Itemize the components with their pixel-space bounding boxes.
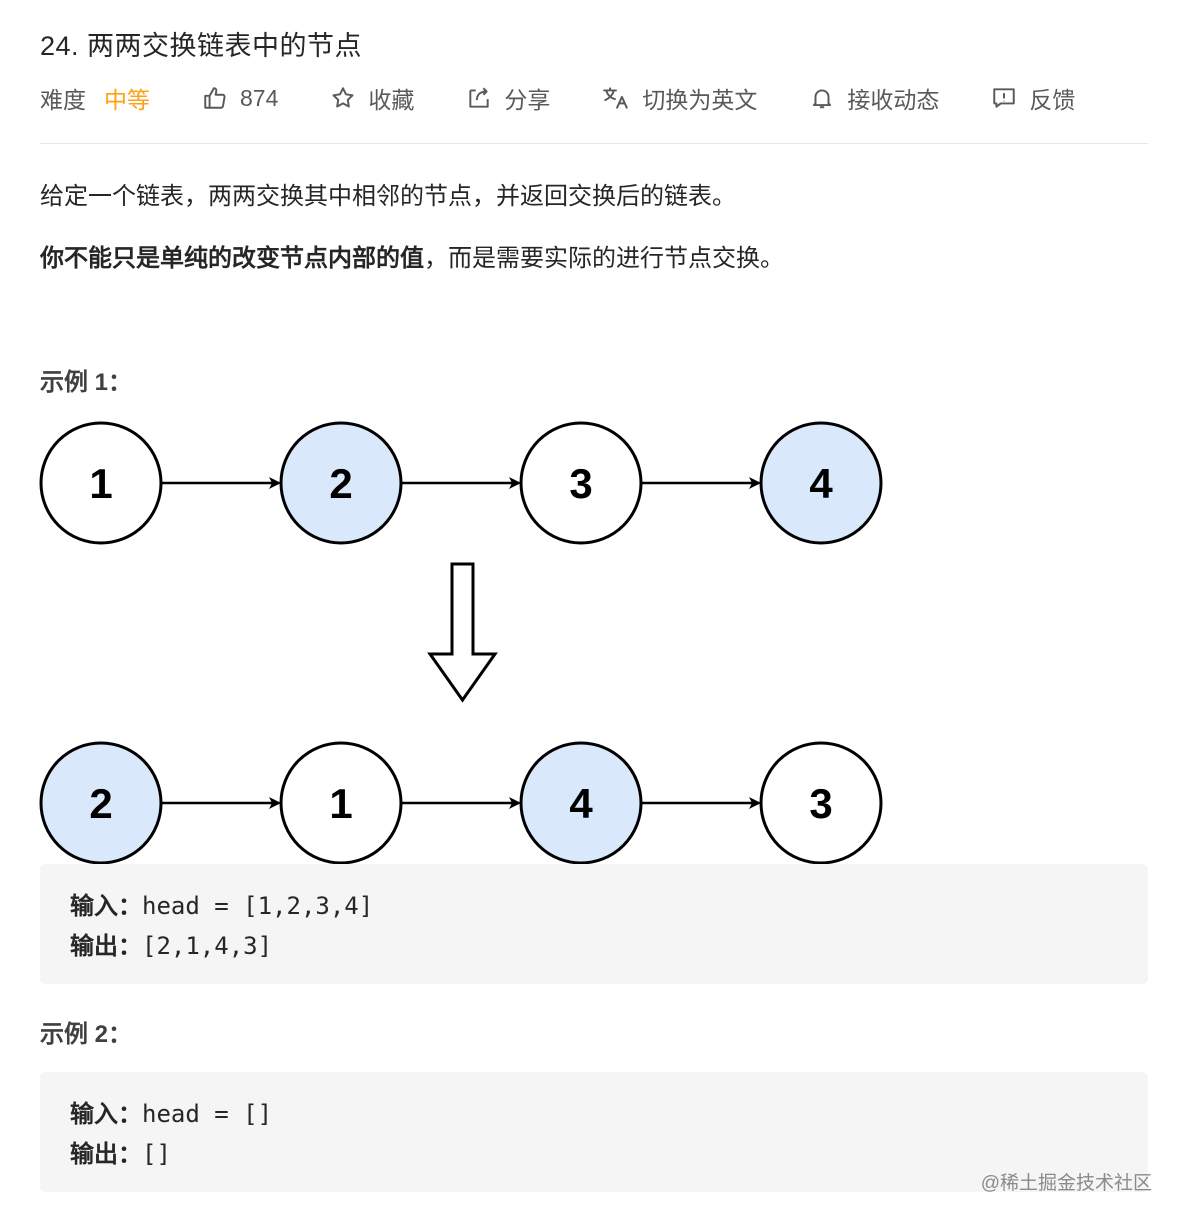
switch-language-label: 切换为英文 [642, 87, 758, 113]
difficulty-label: 难度 [40, 87, 86, 113]
thumbs-up-icon [204, 87, 226, 109]
description-emphasis: 你不能只是单纯的改变节点内部的值 [40, 245, 424, 272]
like-button[interactable]: 874 [202, 85, 278, 112]
input-key: 输入： [70, 892, 142, 920]
input-key: 输入： [70, 1100, 142, 1128]
after-node-4-value: 3 [809, 780, 832, 827]
after-node-4 [759, 741, 883, 865]
bell-icon [813, 89, 832, 109]
before-node-4-value: 4 [809, 460, 833, 507]
description-rest: ，而是需要实际的进行节点交换。 [424, 245, 784, 272]
share-button[interactable]: 分享 [466, 81, 550, 115]
example-1-label: 示例 1： [40, 369, 133, 396]
after-node-3-value: 4 [569, 780, 593, 827]
problem-meta-bar: 难度 中等 874 收藏 分享 切换为英文 接收动态 [40, 80, 1075, 116]
header-divider [40, 143, 1148, 144]
description-line-2: 你不能只是单纯的改变节点内部的值，而是需要实际的进行节点交换。 [40, 238, 784, 273]
example-2-code-block: 输入：head = [] 输出：[] [40, 1072, 1148, 1192]
problem-title: 24. 两两交换链表中的节点 [40, 31, 363, 61]
feedback-label: 反馈 [1029, 87, 1076, 113]
output-key: 输出： [70, 1140, 142, 1168]
feedback-button[interactable]: 反馈 [991, 81, 1075, 115]
before-node-2-value: 2 [329, 460, 352, 507]
share-label: 分享 [504, 87, 551, 113]
after-node-1-value: 2 [89, 780, 112, 827]
favorite-button[interactable]: 收藏 [330, 81, 414, 115]
list-before-swap: 1 2 3 4 [39, 421, 883, 545]
translate-icon [603, 87, 629, 109]
example-2-label: 示例 2： [40, 1021, 133, 1048]
example-1-output-line: 输出：[2,1,4,3] [70, 926, 272, 961]
example-2-input-line: 输入：head = [] [70, 1094, 272, 1129]
switch-language-button[interactable]: 切换为英文 [602, 81, 757, 115]
subscribe-button[interactable]: 接收动态 [809, 81, 939, 115]
watermark: @稀土掘金技术社区 [980, 1173, 1152, 1194]
before-node-3-value: 3 [569, 460, 592, 507]
feedback-icon [993, 88, 1016, 108]
output-value: [2,1,4,3] [142, 932, 273, 960]
before-node-4 [759, 421, 883, 545]
list-after-swap: 2 1 4 3 [39, 741, 883, 865]
output-key: 输出： [70, 932, 142, 960]
like-count: 874 [240, 84, 279, 111]
example-1-code-block: 输入：head = [1,2,3,4] 输出：[2,1,4,3] [40, 864, 1148, 984]
input-value: head = [] [142, 1100, 273, 1128]
example-1-input-line: 输入：head = [1,2,3,4] [70, 886, 373, 921]
input-value: head = [1,2,3,4] [142, 892, 374, 920]
linked-list-swap-diagram: 1 2 3 4 2 1 4 3 [39, 421, 883, 865]
subscribe-label: 接收动态 [847, 87, 940, 113]
after-node-2-value: 1 [329, 780, 352, 827]
before-node-1-value: 1 [89, 460, 112, 507]
share-icon [469, 87, 490, 108]
output-value: [] [142, 1140, 171, 1168]
difficulty-badge: 中等 [104, 87, 150, 113]
star-icon [332, 87, 354, 108]
description-line-1: 给定一个链表，两两交换其中相邻的节点，并返回交换后的链表。 [40, 183, 736, 210]
transform-down-arrow-icon [427, 562, 498, 703]
favorite-label: 收藏 [368, 87, 415, 113]
example-2-output-line: 输出：[] [70, 1134, 171, 1169]
